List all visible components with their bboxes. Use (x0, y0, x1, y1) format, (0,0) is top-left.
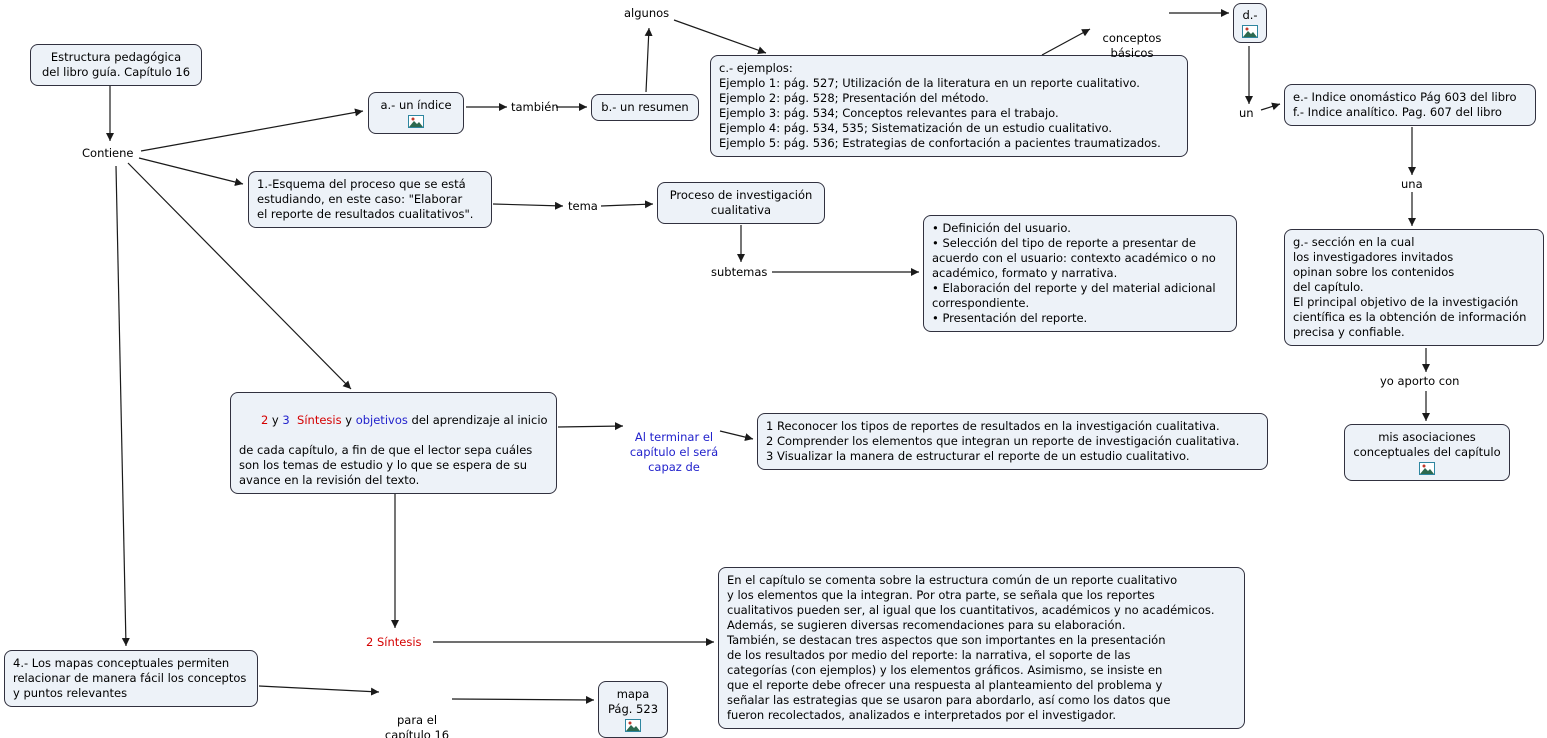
segment-3: 3 (282, 413, 290, 427)
link-label-algunos[interactable]: algunos (624, 6, 670, 20)
node-objetivos-lista[interactable]: 1 Reconocer los tipos de reportes de res… (757, 413, 1268, 470)
node-text: c.- ejemplos:Ejemplo 1: pág. 527; Utiliz… (719, 61, 1161, 150)
arrow-algunos-ejemplos (673, 19, 767, 55)
node-text: a.- un índice (380, 98, 452, 112)
image-icon[interactable] (625, 719, 641, 732)
segment-sintesis: Síntesis (289, 413, 342, 427)
icon-row (1238, 25, 1262, 38)
node-d[interactable]: d.- (1233, 3, 1267, 43)
node-text-segments: 2 y 3 Síntesis y objetivos del aprendiza… (239, 398, 548, 443)
image-icon[interactable] (408, 115, 424, 128)
node-resumen-capitulo[interactable]: En el capítulo se comenta sobre la estru… (718, 567, 1245, 729)
image-icon[interactable] (1419, 462, 1435, 475)
arrow-un-indices (1260, 102, 1281, 111)
node-text: de cada capítulo, a fin de que el lector… (239, 443, 533, 487)
node-resumen[interactable]: b.- un resumen (591, 94, 699, 121)
segment-objetivos: objetivos (355, 413, 408, 427)
segment-y2: y (341, 413, 356, 427)
arrow-terminar-objetivos (719, 430, 754, 442)
link-label-tema[interactable]: tema (568, 199, 598, 213)
arrow-ejemplos-conceptos (1041, 28, 1091, 56)
segment-y1: y (268, 413, 283, 427)
node-text: 1 Reconocer los tipos de reportes de res… (766, 419, 1240, 463)
arrow-resumen-algunos (644, 27, 653, 93)
arrow-parael-mapapag (451, 695, 595, 704)
segment-2: 2 (260, 413, 269, 427)
node-indice[interactable]: a.- un índice (368, 92, 464, 134)
link-label-2-sintesis[interactable]: 2 Síntesis (366, 635, 422, 649)
link-label-contiene[interactable]: Contiene (82, 146, 134, 160)
arrow-sintesis-terminar (557, 422, 624, 431)
node-text: b.- un resumen (601, 100, 689, 114)
image-icon[interactable] (1242, 25, 1258, 38)
arrow-esquema-tema (492, 201, 564, 210)
icon-row (377, 115, 455, 128)
node-text: • Definición del usuario.• Selección del… (932, 221, 1216, 325)
arrow-tema-proceso (600, 200, 654, 209)
node-sintesis-objetivos[interactable]: 2 y 3 Síntesis y objetivos del aprendiza… (230, 392, 557, 494)
icon-row (1353, 462, 1501, 475)
node-ejemplos[interactable]: c.- ejemplos:Ejemplo 1: pág. 527; Utiliz… (710, 55, 1188, 157)
link-label-un[interactable]: un (1239, 106, 1254, 120)
link-label-una[interactable]: una (1401, 177, 1423, 191)
arrow-contiene-indice (140, 108, 364, 152)
node-text: En el capítulo se comenta sobre la estru… (727, 573, 1215, 722)
node-text: d.- (1242, 8, 1258, 22)
arrow-mapas-parael (258, 685, 380, 696)
segment-rest: del aprendizaje al inicio (407, 413, 548, 427)
link-label-yo-aporto[interactable]: yo aporto con (1380, 374, 1460, 388)
node-subtemas-detalle[interactable]: • Definición del usuario.• Selección del… (923, 215, 1237, 332)
arrow-contiene-esquema (138, 157, 244, 186)
link-label-tambien[interactable]: también (511, 100, 559, 114)
arrow-contiene-mapas (115, 165, 130, 647)
link-label-subtemas[interactable]: subtemas (711, 265, 768, 279)
icon-row (607, 719, 659, 732)
